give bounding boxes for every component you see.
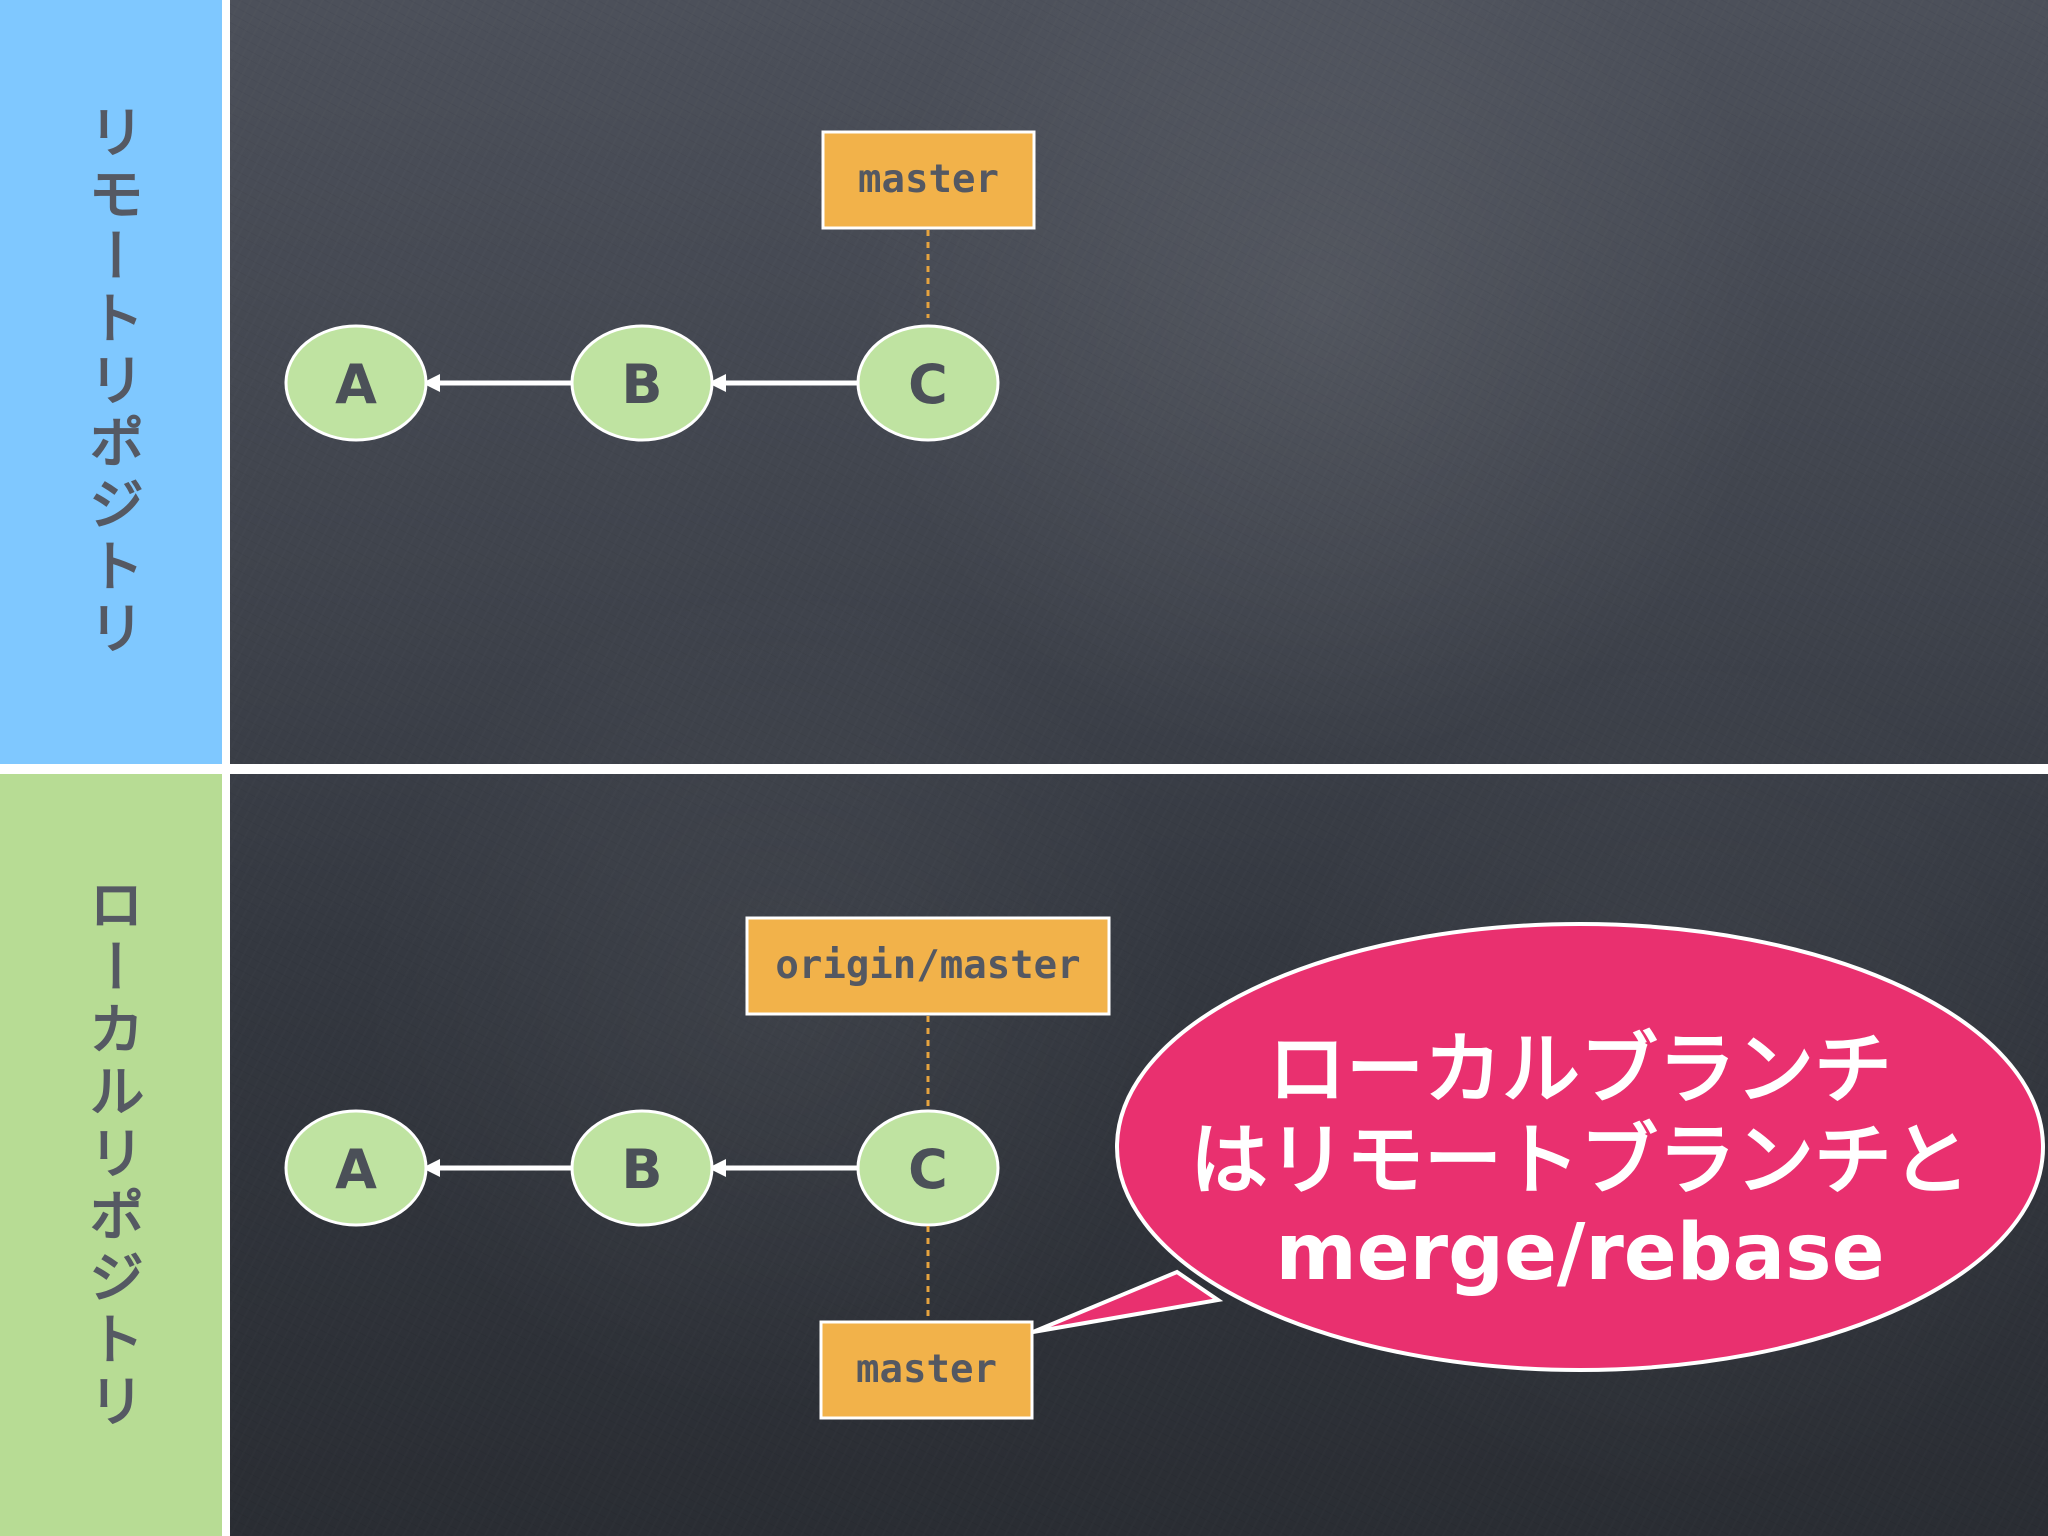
local-origin-master-label: origin/master [775, 943, 1080, 988]
local-repository-sidebar: ローカルリポジトリ [0, 774, 222, 1536]
local-commit-a: A [284, 1109, 428, 1227]
remote-master-branch: master [821, 130, 1036, 230]
local-commit-c-label: C [908, 1138, 948, 1201]
remote-master-branch-label: master [858, 157, 999, 202]
remote-commit-b: B [570, 324, 714, 442]
callout-line-1: ローカルブランチ [1267, 1025, 1892, 1115]
local-origin-master-branch: origin/master [745, 916, 1111, 1016]
local-commit-c: C [856, 1109, 1000, 1227]
remote-commit-c-label: C [908, 353, 948, 416]
callout-line-2: はリモートブランチと [1189, 1116, 1970, 1207]
remote-repository-sidebar: リモートリポジトリ [0, 0, 222, 764]
local-master-branch: master [819, 1320, 1034, 1420]
horizontal-divider [0, 764, 2048, 774]
local-repository-label: ローカルリポジトリ [79, 876, 144, 1434]
remote-repository-label: リモートリポジトリ [79, 103, 144, 661]
local-commit-b: B [570, 1109, 714, 1227]
remote-commit-a: A [284, 324, 428, 442]
callout-text: ローカルブランチ はリモートブランチと merge/rebase [1120, 1025, 2040, 1299]
callout-bubble [1115, 922, 2045, 1372]
local-master-branch-label: master [856, 1347, 997, 1392]
local-commit-a-label: A [335, 1138, 377, 1201]
remote-commit-c: C [856, 324, 1000, 442]
remote-commit-a-label: A [335, 353, 377, 416]
local-commit-b-label: B [621, 1138, 662, 1201]
callout-line-3: merge/rebase [1275, 1207, 1885, 1298]
remote-commit-b-label: B [621, 353, 662, 416]
callout-tail [1032, 1269, 1224, 1334]
